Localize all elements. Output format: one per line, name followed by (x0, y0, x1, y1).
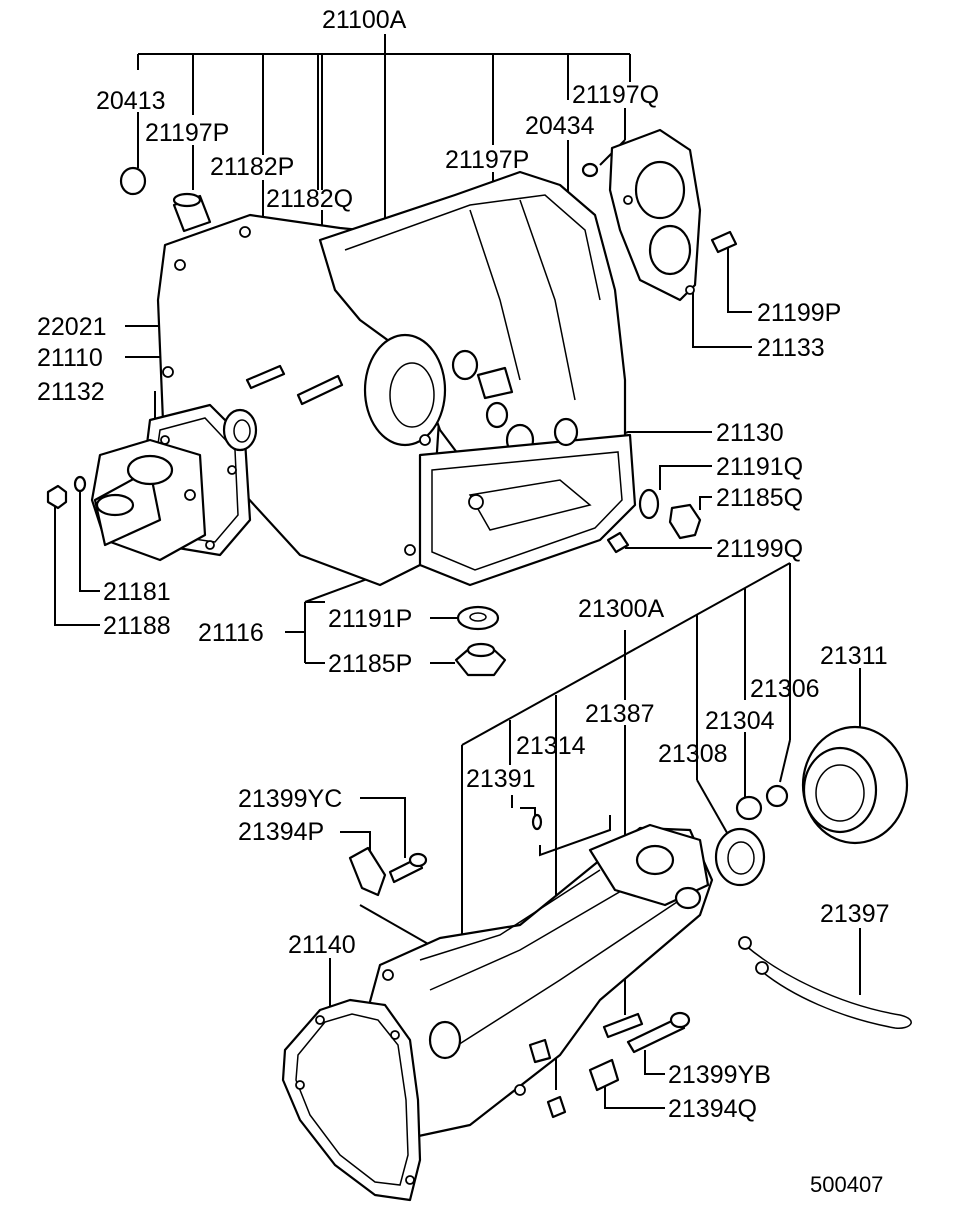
label-20413: 20413 (96, 87, 166, 115)
label-21110: 21110 (37, 344, 103, 372)
bracket-21394Q (588, 1058, 620, 1092)
label-21181: 21181 (103, 578, 171, 606)
pin-21314 (546, 1095, 567, 1119)
label-21306: 21306 (750, 675, 820, 703)
gasket-21140 (281, 998, 422, 1202)
label-21199Q: 21199Q (716, 535, 803, 563)
label-21133: 21133 (757, 334, 825, 362)
bolt-21399YB (626, 1011, 691, 1054)
label-21199P: 21199P (757, 299, 841, 327)
label-21100A: 21100A (322, 6, 407, 34)
document-id: 500407 (810, 1172, 883, 1197)
dowel-21197P (172, 192, 212, 233)
stud-21387 (602, 1012, 644, 1039)
label-21387: 21387 (585, 700, 655, 728)
label-21191P: 21191P (328, 605, 412, 633)
bushing-21304 (735, 795, 763, 821)
seal-21308 (714, 827, 766, 887)
plug-21185Q (668, 503, 702, 540)
label-21308: 21308 (658, 740, 728, 768)
label-21188: 21188 (103, 612, 171, 640)
lower-leader-lines (329, 562, 861, 1109)
small-parts-21181-21188 (46, 475, 87, 510)
bracket-21394P (348, 846, 387, 897)
label-21394Q: 21394Q (668, 1095, 757, 1123)
plug-21199Q (606, 531, 630, 554)
dowel-21197Q (581, 162, 599, 178)
plug-21185P (454, 642, 507, 677)
label-21191Q: 21191Q (716, 453, 803, 481)
label-21399YB: 21399YB (668, 1061, 771, 1089)
label-21399YC: 21399YC (238, 785, 342, 813)
oil-seal-22021 (222, 408, 258, 452)
upper-case-assembly (156, 170, 637, 587)
label-21314: 21314 (516, 732, 586, 760)
oring-21391 (531, 813, 543, 831)
boot-21311 (801, 725, 909, 845)
washer-21191P (456, 605, 500, 631)
label-21182P: 21182P (210, 153, 294, 181)
part-number-labels: 21100A 20413 21197P 21182P 21182Q 21197P… (37, 6, 890, 1197)
bearing-retainer-21132 (90, 438, 207, 562)
label-21197Q: 21197Q (572, 81, 659, 109)
label-21197P: 21197P (145, 119, 229, 147)
label-21182Q: 21182Q (266, 185, 353, 213)
label-21185Q: 21185Q (716, 484, 803, 512)
plate-21133 (608, 128, 702, 302)
wire-21397 (738, 936, 912, 1029)
label-21140: 21140 (288, 931, 356, 959)
label-21300A: 21300A (578, 595, 665, 623)
oring-21306 (765, 784, 789, 808)
label-21116: 21116 (198, 619, 264, 647)
label-21197P-second: 21197P (445, 146, 529, 174)
bolt-21199P (710, 230, 738, 254)
label-21391: 21391 (466, 765, 536, 793)
label-21394P: 21394P (238, 818, 324, 846)
label-21185P: 21185P (328, 650, 412, 678)
label-21311: 21311 (820, 642, 888, 670)
label-21132: 21132 (37, 378, 105, 406)
washer-21191Q (638, 488, 660, 520)
label-20434: 20434 (525, 112, 595, 140)
label-22021: 22021 (37, 313, 107, 341)
extension-housing-21300A (363, 823, 714, 1142)
label-21397: 21397 (820, 900, 890, 928)
label-21130: 21130 (716, 419, 784, 447)
oring-20413 (119, 166, 147, 196)
bolt-21399YC (388, 852, 428, 884)
label-21304: 21304 (705, 707, 775, 735)
